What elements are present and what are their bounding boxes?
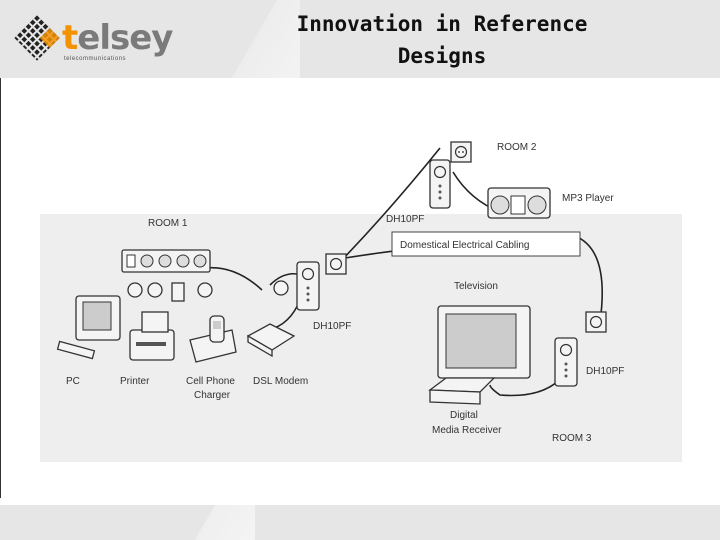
plug-icon — [127, 280, 289, 302]
footer-decoration — [165, 505, 255, 540]
cell-phone-label-line2: Charger — [194, 390, 231, 401]
logo-grid-icon — [14, 15, 60, 61]
room2-label: ROOM 2 — [497, 142, 537, 153]
powerline-adapter-icon — [429, 159, 451, 209]
receiver-label-line2: Media Receiver — [432, 425, 502, 436]
dh10pf-room1-label: DH10PF — [313, 321, 351, 332]
powerline-adapter-icon — [554, 337, 578, 387]
pc-icon — [56, 295, 121, 360]
dh10pf-room3-label: DH10PF — [586, 366, 624, 377]
wall-socket-icon — [325, 253, 347, 275]
dh10pf-room2-label: DH10PF — [386, 214, 424, 225]
cell-phone-icon — [189, 315, 237, 363]
electrical-cabling — [204, 147, 603, 397]
cell-phone-label-line1: Cell Phone — [186, 376, 235, 387]
title-line-2: Designs — [397, 44, 487, 68]
header-decoration — [220, 0, 300, 78]
television-icon — [437, 305, 531, 379]
pc-label: PC — [66, 376, 80, 387]
printer-icon — [129, 311, 175, 361]
mp3-player-icon — [487, 187, 551, 219]
printer-label: Printer — [120, 376, 150, 387]
slide-footer — [0, 505, 720, 540]
power-strip-icon — [121, 249, 211, 273]
page-title: Innovation in Reference Designs — [262, 8, 622, 72]
logo-wordmark-initial: t — [62, 18, 78, 58]
cabling-label-box: Domestical Electrical Cabling — [391, 231, 581, 257]
room1-label: ROOM 1 — [148, 218, 188, 229]
receiver-label-line1: Digital — [450, 410, 478, 421]
wall-socket-icon — [450, 141, 472, 163]
media-receiver-icon — [428, 377, 496, 405]
title-line-1: Innovation in Reference — [296, 12, 588, 36]
cabling-label: Domestical Electrical Cabling — [400, 240, 530, 251]
telsey-logo: telsey telecommunications — [12, 12, 173, 68]
wall-socket-icon — [585, 311, 607, 333]
left-border-line — [0, 78, 1, 498]
dsl-modem-label: DSL Modem — [253, 376, 308, 387]
powerline-adapter-icon — [296, 261, 320, 311]
room3-label: ROOM 3 — [552, 433, 592, 444]
mp3-player-label: MP3 Player — [562, 193, 614, 204]
television-label: Television — [454, 281, 498, 292]
logo-wordmark: telsey — [62, 18, 173, 58]
logo-subtitle: telecommunications — [64, 56, 127, 62]
dsl-modem-icon — [246, 323, 296, 358]
slide-header: telsey telecommunications Innovation in … — [0, 0, 720, 78]
logo-wordmark-rest: elsey — [77, 18, 173, 58]
